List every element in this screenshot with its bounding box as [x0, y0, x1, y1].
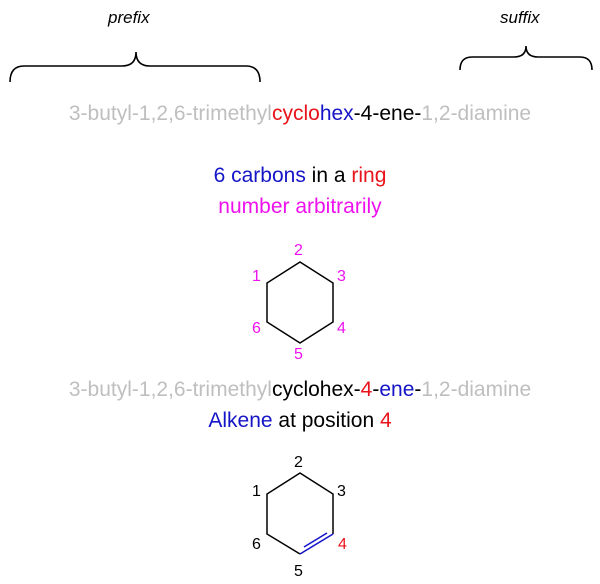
name2-ene: ene — [379, 378, 415, 401]
name2-dash2: - — [414, 378, 422, 401]
name2-suffix: 1,2-diamine — [421, 378, 532, 401]
name1-hex: hex — [319, 102, 354, 125]
ring1-num-1: 1 — [252, 268, 261, 285]
ring2-num-6: 6 — [252, 536, 261, 553]
explain2-line: Alkene at position 4 — [0, 409, 600, 433]
prefix-label: prefix — [108, 8, 150, 27]
suffix-brace — [459, 45, 593, 71]
iupac-name-2: 3-butyl-1,2,6-trimethylcyclohex-4-ene-1,… — [0, 378, 600, 402]
name1-prefix: 3-butyl-1,2,6-trimethyl — [68, 102, 272, 125]
ring2-num-3: 3 — [337, 483, 346, 500]
ring2-num-2: 2 — [294, 454, 303, 471]
name1-ene: -4-ene- — [353, 102, 422, 125]
ring2-single-bonds — [266, 472, 334, 555]
ring2-num-4: 4 — [338, 536, 347, 553]
explain1-ring: ring — [351, 164, 387, 187]
explain2-alkene: Alkene — [208, 409, 273, 432]
name1-cyclo: cyclo — [271, 102, 320, 125]
name2-locant: 4 — [360, 378, 373, 401]
ring1-num-4: 4 — [337, 320, 346, 337]
explain1-line2: number arbitrarily — [218, 195, 382, 218]
ring2-alkene-bond-inner — [303, 532, 328, 548]
ring1-num-5: 5 — [294, 346, 303, 363]
suffix-label: suffix — [500, 8, 540, 27]
name1-suffix: 1,2-diamine — [421, 102, 532, 125]
name2-cyclohex: cyclohex- — [271, 378, 361, 401]
explain2-position-value: 4 — [379, 409, 392, 432]
ring2-alkene-bond — [299, 533, 334, 555]
explain1-in-a: in a — [305, 164, 352, 187]
ring1-num-2: 2 — [294, 242, 303, 259]
name2-prefix: 3-butyl-1,2,6-trimethyl — [68, 378, 272, 401]
iupac-name-1: 3-butyl-1,2,6-trimethylcyclohex-4-ene-1,… — [0, 102, 600, 126]
ring1-hexagon — [266, 261, 334, 344]
braces — [9, 45, 593, 83]
name2-dash1: - — [372, 378, 380, 401]
ring2-num-1: 1 — [252, 483, 261, 500]
ring2-num-5: 5 — [294, 563, 303, 580]
explain1-carbons: 6 carbons — [213, 164, 306, 187]
ring1-num-3: 3 — [337, 268, 346, 285]
ring1-num-6: 6 — [252, 320, 261, 337]
explain2-at-position: at position — [272, 409, 380, 432]
explain1-line1: 6 carbons in a ring — [0, 164, 600, 188]
prefix-brace — [9, 51, 261, 83]
